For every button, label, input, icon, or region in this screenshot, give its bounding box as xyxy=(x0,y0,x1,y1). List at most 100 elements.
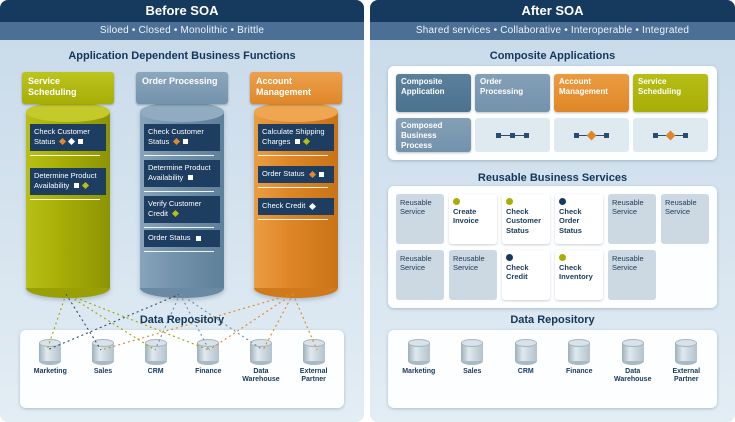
before-data-repository-title: Data Repository xyxy=(139,314,225,326)
after-data-repository-title: Data Repository xyxy=(510,314,595,326)
function-label: Check Customer Status xyxy=(34,127,90,146)
function-icons xyxy=(293,137,311,147)
order-processing-box: Order Processing xyxy=(475,74,550,112)
database-cylinder-icon xyxy=(514,339,537,365)
store-label: CRM xyxy=(147,368,164,375)
flow-step-icon xyxy=(524,132,529,138)
data-store: CRM xyxy=(130,339,182,376)
service-label: Check Customer Status xyxy=(506,207,542,235)
diamond-icon xyxy=(68,138,76,146)
dotted-link-line xyxy=(46,294,181,351)
function-icons xyxy=(58,137,85,147)
function-icons xyxy=(308,201,317,211)
store-label: Finance xyxy=(566,368,593,375)
function-item: Order Status xyxy=(258,166,334,188)
after-header: After SOA xyxy=(370,0,735,22)
flow-step-icon xyxy=(510,132,515,138)
store-label: Data Warehouse xyxy=(614,368,652,384)
check-customer-status-service: Check Customer Status xyxy=(502,194,550,244)
after-subtitle: Shared services • Collaborative • Intero… xyxy=(370,22,735,40)
panel-after-soa: After SOA Shared services • Collaborativ… xyxy=(370,0,735,422)
composite-applications-container: Composite Application Order Processing A… xyxy=(388,66,717,160)
service-label: Create Invoice xyxy=(453,207,479,226)
store-label: Finance xyxy=(195,368,222,375)
composed-business-process-box: Composed Business Process xyxy=(396,118,471,152)
process-flow-box xyxy=(475,118,550,152)
data-store: Marketing xyxy=(393,339,445,376)
flow-connector-icon xyxy=(579,134,588,136)
function-label: Order Status xyxy=(262,169,305,178)
store-label: Data Warehouse xyxy=(242,368,280,384)
flow-step-icon xyxy=(574,132,579,138)
silo-header: Service Scheduling xyxy=(22,72,114,104)
flow-decision-icon xyxy=(665,130,676,140)
service-status-dot xyxy=(453,198,460,205)
diamond-icon xyxy=(82,182,90,190)
data-store: External Partner xyxy=(660,339,712,385)
flow-connector-icon xyxy=(515,134,524,136)
function-label: Calculate Shipping Charges xyxy=(262,127,325,146)
composite-application-box: Composite Application xyxy=(396,74,471,112)
database-cylinder-icon xyxy=(91,339,114,365)
silo-header: Order Processing xyxy=(136,72,228,104)
reusable-service-box: Reusable Service xyxy=(449,250,497,300)
function-icons xyxy=(194,233,203,243)
dotted-link-line xyxy=(179,294,264,351)
service-label: Check Credit xyxy=(506,263,529,282)
before-section-title: Application Dependent Business Functions xyxy=(68,50,296,62)
flow-connector-icon xyxy=(674,134,683,136)
dotted-link-line xyxy=(65,294,102,351)
panel-before-soa: Before SOA Siloed • Closed • Monolithic … xyxy=(0,0,364,422)
dotted-link-line xyxy=(65,294,210,351)
function-item: Calculate Shipping Charges xyxy=(258,124,334,155)
data-store: CRM xyxy=(500,339,552,376)
reusable-service-box: Reusable Service xyxy=(608,194,656,244)
service-status-dot xyxy=(506,254,513,261)
data-store: Finance xyxy=(553,339,605,376)
square-icon xyxy=(74,183,80,189)
diamond-icon xyxy=(308,170,316,178)
dotted-link-line xyxy=(100,294,294,351)
database-cylinder-icon xyxy=(249,339,272,365)
data-store: Data Warehouse xyxy=(607,339,659,385)
flow-step-icon xyxy=(496,132,501,138)
square-icon xyxy=(195,235,201,241)
check-inventory-service: Check Inventory xyxy=(555,250,603,300)
dotted-link-line xyxy=(179,294,210,351)
dotted-link-line xyxy=(292,294,318,351)
reusable-service-box: Reusable Service xyxy=(661,194,709,244)
silo-header: Account Management xyxy=(250,72,342,104)
function-icons xyxy=(186,173,195,183)
function-label: Verify Customer Credit xyxy=(148,199,202,218)
silo-order-processing: Order Processing Check Customer Status D… xyxy=(136,72,228,312)
function-item: Determine Product Availability xyxy=(30,168,106,199)
function-item: Verify Customer Credit xyxy=(144,196,220,227)
store-row: Marketing Sales CRM Finance Data Warehou… xyxy=(388,330,717,408)
flow-decision-icon xyxy=(586,130,597,140)
database-cylinder-icon xyxy=(144,339,167,365)
silo-service-scheduling: Service Scheduling Check Customer Status… xyxy=(22,72,114,312)
store-label: External Partner xyxy=(672,368,701,384)
function-icons xyxy=(308,169,326,179)
database-cylinder-icon xyxy=(39,339,62,365)
function-item: Check Customer Status xyxy=(144,124,220,155)
flow-step-icon xyxy=(653,132,658,138)
service-status-dot xyxy=(559,254,566,261)
reusable-service-box: Reusable Service xyxy=(608,250,656,300)
before-header: Before SOA xyxy=(0,0,364,22)
before-subtitle: Siloed • Closed • Monolithic • Brittle xyxy=(0,22,364,40)
function-icons xyxy=(72,181,90,191)
reusable-business-services-title: Reusable Business Services xyxy=(477,172,628,184)
service-status-dot xyxy=(559,198,566,205)
database-cylinder-icon xyxy=(675,339,698,365)
flow-connector-icon xyxy=(595,134,604,136)
function-label: Determine Product Availability xyxy=(148,163,211,182)
composite-applications-title: Composite Applications xyxy=(489,50,616,62)
function-label: Check Customer Status xyxy=(148,127,204,146)
flow-step-icon xyxy=(683,132,688,138)
process-flow-box xyxy=(554,118,629,152)
square-icon xyxy=(183,139,189,145)
store-label: Sales xyxy=(463,368,482,375)
store-label: CRM xyxy=(517,368,534,375)
diamond-icon xyxy=(303,138,311,146)
